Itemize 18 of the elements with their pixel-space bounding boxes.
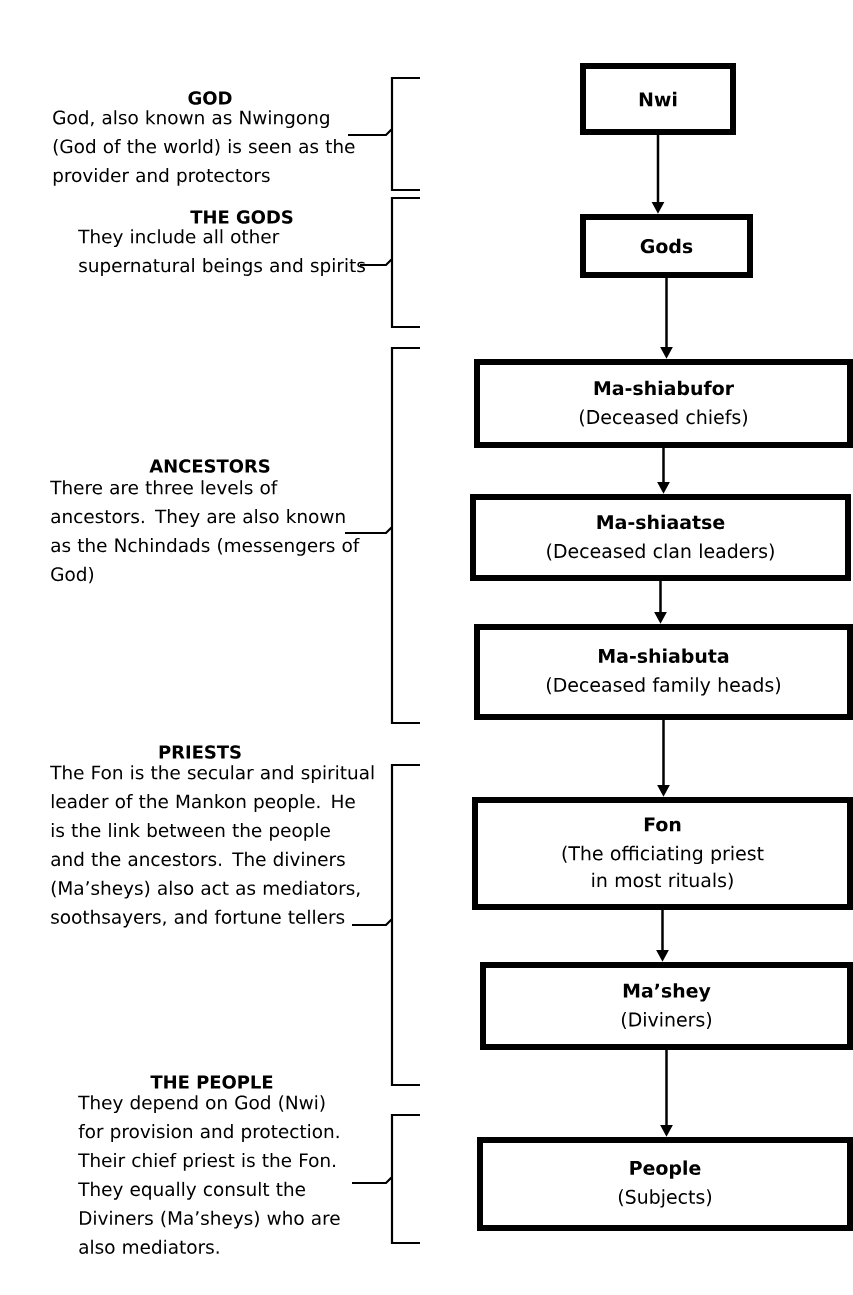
flow-box: Gods: [580, 214, 753, 278]
section-heading: THE GODS: [190, 210, 293, 224]
description-text: There are three levels of ancestors. They are also known as the Nchindads (messengers of God): [50, 480, 360, 584]
flow-box: Ma’shey (Diviners): [480, 962, 853, 1050]
flow-box: Ma-shiabuta (Deceased family heads): [474, 624, 853, 720]
description-text: The Fon is the secular and spiritual leader of the Mankon people. He is the link between the people and the ancestors. The diviners (Ma’sheys) also act as mediators, soothsayers, and fortune tellers: [50, 765, 374, 928]
flow-box: Fon (The officiating priest in most rituals): [472, 797, 853, 910]
section-heading: ANCESTORS: [149, 459, 270, 473]
section-heading: PRIESTS: [159, 745, 241, 759]
section-heading: THE PEOPLE: [150, 1075, 273, 1089]
flow-box: Ma-shiaatse (Deceased clan leaders): [470, 494, 851, 581]
flow-box: People (Subjects): [477, 1137, 853, 1231]
description-text: They depend on God (Nwi) for provision and protection. Their chief priest is the Fon. They equally consult the Diviners (Ma’sheys) who are also mediators.: [78, 1095, 340, 1254]
section-heading: GOD: [188, 91, 232, 105]
flow-box: Nwi: [580, 63, 736, 135]
description-text: They include all other supernatural beings and spirits: [78, 229, 365, 276]
description-text: God, also known as Nwingong (God of the world) is seen as the provider and protectors: [53, 110, 355, 186]
flow-box: Ma-shiabufor (Deceased chiefs): [474, 359, 853, 448]
